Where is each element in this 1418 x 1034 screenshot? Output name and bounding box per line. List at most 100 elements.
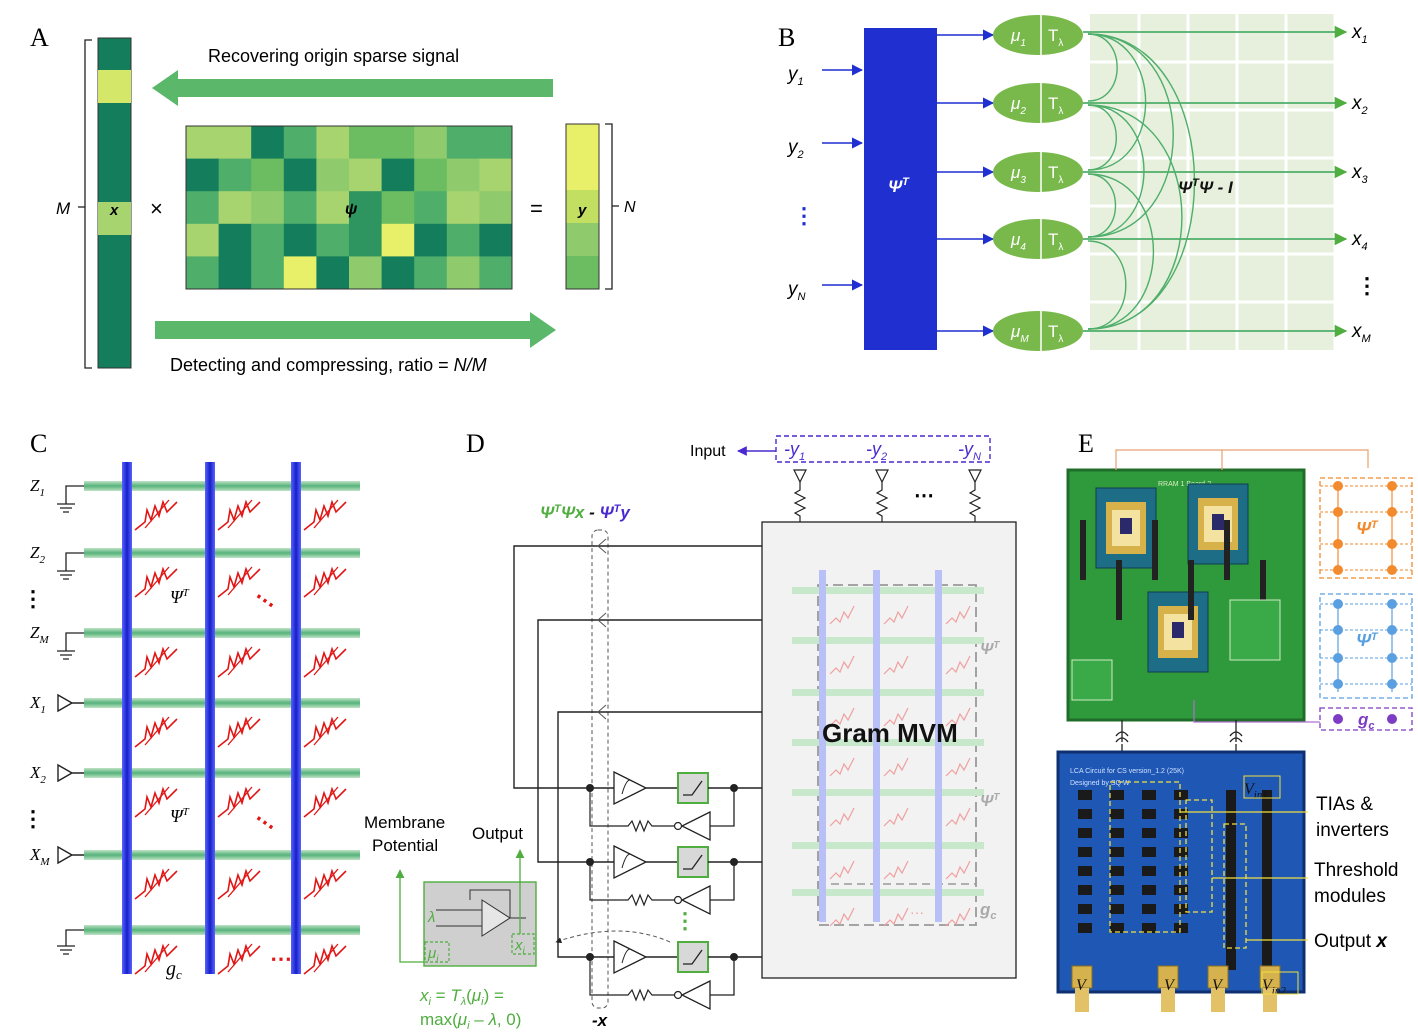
smd-chip <box>1174 923 1188 933</box>
recover-label: Recovering origin sparse signal <box>208 46 459 66</box>
lambda-label: λ <box>427 909 435 926</box>
integrator-sign <box>621 853 631 869</box>
gram-memristor <box>829 655 855 675</box>
block-label-upper: ΨT <box>170 587 190 607</box>
threshold-curve <box>683 949 703 965</box>
memristor <box>303 786 347 818</box>
feedback-resistor <box>589 862 674 907</box>
inverter-bubble <box>673 821 683 831</box>
y-vector-cell <box>566 223 599 256</box>
integrator-sign <box>621 779 631 795</box>
psi-matrix-cell <box>446 223 480 257</box>
smd-chip <box>1078 885 1092 895</box>
gram-memristor <box>829 707 855 727</box>
psi-matrix-cell <box>349 256 383 290</box>
input-ellipsis: ⋯ <box>914 485 934 507</box>
memristor-zigzag <box>134 646 178 678</box>
memristor <box>303 943 347 975</box>
psi-matrix-cell <box>283 256 317 290</box>
mu-label: μ1 <box>1010 26 1026 49</box>
m-label: M <box>56 199 71 218</box>
memristor-zigzag <box>134 943 178 975</box>
psi-matrix-cell <box>283 191 317 225</box>
psi-matrix-cell <box>316 191 350 225</box>
memristor-zigzag <box>303 566 347 598</box>
psi-matrix-cell <box>381 158 415 192</box>
smd-chip <box>1174 847 1188 857</box>
word-line <box>84 481 360 491</box>
x-vector-label: x <box>109 202 119 219</box>
tia-box <box>1109 781 1181 933</box>
block-label-lower: ΨT <box>170 806 190 826</box>
threshold-label: modules <box>1314 886 1386 907</box>
input-buffer <box>793 469 807 484</box>
psi-wire <box>1115 449 1369 470</box>
threshold-module <box>677 846 709 878</box>
gram-memristor <box>945 807 971 827</box>
threshold-module <box>677 772 709 804</box>
psi-matrix-cell <box>414 158 448 192</box>
gram-memristor <box>945 605 971 625</box>
smd-chip <box>1142 847 1156 857</box>
gram-row-line <box>792 689 984 696</box>
gram-memristor <box>883 907 909 927</box>
memristor-arrow <box>313 716 339 746</box>
inset-opamp <box>481 899 511 937</box>
smd-chip <box>1078 809 1092 819</box>
bit-line <box>122 462 132 974</box>
pad-group <box>1071 659 1113 701</box>
psi-matrix-cell <box>283 126 317 160</box>
psi-matrix-cell <box>283 158 317 192</box>
gram-connection <box>1087 173 1117 238</box>
membrane-label: Potential <box>372 836 438 855</box>
memristor-zigzag <box>217 566 261 598</box>
integrator <box>613 770 648 806</box>
inverter-bubble <box>673 990 683 1000</box>
smd-chip <box>1174 904 1188 914</box>
gram-col-line <box>873 570 880 922</box>
psi-matrix-cell <box>186 223 220 257</box>
x-box <box>511 933 535 955</box>
memristor-arrow <box>227 499 253 529</box>
gc-label: gc <box>166 958 182 982</box>
inset-wires <box>436 889 526 927</box>
psi-matrix-cell <box>479 126 513 160</box>
panel-a: A M x × ψ = y N Recovering origin sparse… <box>30 23 636 375</box>
memristor <box>134 646 178 678</box>
vin2-box <box>1261 971 1299 995</box>
psi-matrix-cell <box>316 256 350 290</box>
bus-arrow <box>597 704 607 720</box>
node-dot <box>1333 714 1343 724</box>
feedback-wire <box>537 619 762 863</box>
gram-connection <box>1087 173 1154 330</box>
memristor-zigzag <box>217 716 261 748</box>
memristor <box>303 716 347 748</box>
bit-line <box>291 462 301 974</box>
smd-chip <box>1078 866 1092 876</box>
psi-matrix-cell <box>446 158 480 192</box>
output-label: x4 <box>1351 229 1368 253</box>
smd-chip <box>1174 885 1188 895</box>
row-label: XM <box>29 845 50 868</box>
panel-e-letter: E <box>1078 429 1094 458</box>
gram-row-line <box>792 587 984 594</box>
psi-matrix-cell <box>349 223 383 257</box>
memristor <box>303 566 347 598</box>
smd-chip <box>1078 904 1092 914</box>
input-buffer <box>968 469 982 484</box>
gram-memristor <box>829 907 855 927</box>
memristor-arrow <box>313 786 339 816</box>
word-line <box>84 698 360 708</box>
smd-chip <box>1174 790 1188 800</box>
threshold-label: Tλ <box>1048 94 1063 117</box>
times-sign: × <box>150 196 163 221</box>
smd-chip <box>1078 847 1092 857</box>
row-ellipsis: ⋮ <box>22 586 44 611</box>
gram-connection <box>1087 33 1147 171</box>
gram-memristor <box>829 757 855 777</box>
memristor-arrow <box>144 943 170 973</box>
memristor-arrow <box>227 786 253 816</box>
